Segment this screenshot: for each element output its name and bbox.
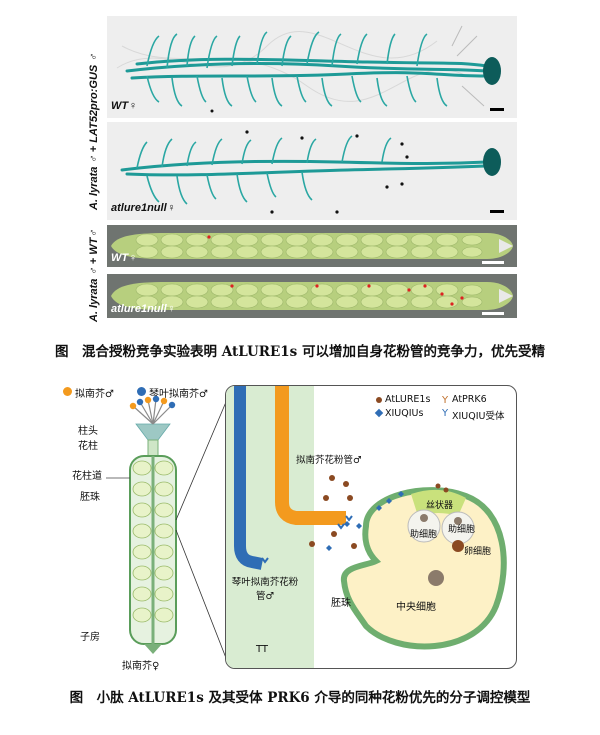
legend-right: AtLURE1s Y AtPRK6 XIUQIUs Y XIUQIU受体 xyxy=(374,394,506,424)
synergid-label-2: 助细胞 xyxy=(448,525,476,535)
label-stigma: 柱头 xyxy=(78,426,98,437)
legend-left-1: 琴叶拟南芥♂ xyxy=(149,389,208,400)
label-ovule: 胚珠 xyxy=(80,492,100,503)
atprk6-icon: Y xyxy=(442,395,449,406)
panel-null-gus: atlure1null♀ xyxy=(107,122,517,220)
pistil-gus-image-2 xyxy=(107,122,517,220)
scale-bar-4 xyxy=(482,312,504,315)
label-ovary: 子房 xyxy=(80,632,100,643)
group-label-top: A. lyrata ♂ + LAT52pro:GUS ♂ xyxy=(88,53,100,210)
xiuqiu-receptor-icon: Y xyxy=(442,408,449,419)
legend-left: 拟南芥♂ 琴叶拟南芥♂ xyxy=(63,385,213,400)
panel-wt-silique: WT♀ xyxy=(107,225,517,267)
pistil-diagram xyxy=(106,396,177,654)
label-style: 花柱 xyxy=(78,441,98,452)
legend-right-1: AtPRK6 xyxy=(452,394,487,405)
panel-null-silique: atlure1null♀ xyxy=(107,274,517,318)
label-transmitting-tract: 花柱道 xyxy=(72,471,102,482)
filiform-apparatus-label: 丝状器 xyxy=(426,501,454,511)
orange-pollen-icon xyxy=(63,387,72,396)
legend-right-3: XIUQIU受体 xyxy=(452,411,505,422)
scale-bar-1 xyxy=(490,108,504,111)
tt-label: TT xyxy=(256,644,269,655)
egg-cell-label: 卵细胞 xyxy=(464,547,492,557)
central-cell-label: 中央细胞 xyxy=(396,602,436,613)
legend-right-2: XIUQIUs xyxy=(385,408,424,419)
panel-label-1: WT♀ xyxy=(111,100,137,112)
figure2-caption: 图 小肽 AtLURE1s 及其受体 PRK6 介导的同种花粉优先的分子调控模型 xyxy=(69,690,531,706)
detail-box: TT 拟南芥花粉管♂ 琴叶拟南芥花粉管♂ 胚珠 中央细胞 助细胞 助细胞 卵细胞… xyxy=(225,385,517,669)
blue-pollen-icon xyxy=(137,387,146,396)
pistil-gus-image-1 xyxy=(107,16,517,118)
synergid-label-1: 助细胞 xyxy=(410,530,438,540)
blue-tube-label: 琴叶拟南芥花粉管♂ xyxy=(231,577,299,602)
atlure-dot-icon xyxy=(376,397,382,403)
figure1-caption: 图 混合授粉竞争实验表明 AtLURE1s 可以增加自身花粉管的竞争力，优先受精 xyxy=(55,344,545,360)
panel-label-3: WT♀ xyxy=(111,252,137,264)
group-label-bottom: A. lyrata ♂ + WT♂ xyxy=(88,229,100,322)
orange-tube-label: 拟南芥花粉管♂ xyxy=(296,455,362,466)
silique-image-2 xyxy=(107,274,517,318)
legend-left-0: 拟南芥♂ xyxy=(75,389,114,400)
detail-diagram xyxy=(226,386,507,668)
label-pistil-bottom: 拟南芥♀ xyxy=(122,661,160,672)
scale-bar-2 xyxy=(490,210,504,213)
scale-bar-3 xyxy=(482,261,504,264)
ovule-label: 胚珠 xyxy=(331,598,351,609)
zoom-connector xyxy=(175,401,227,659)
panel-wt-gus: WT♀ xyxy=(107,16,517,118)
panel-label-4: atlure1null♀ xyxy=(111,303,175,315)
panel-label-2: atlure1null♀ xyxy=(111,202,175,214)
xiuqiu-diamond-icon xyxy=(374,408,384,418)
legend-right-0: AtLURE1s xyxy=(385,394,431,405)
silique-image-1 xyxy=(107,225,517,267)
